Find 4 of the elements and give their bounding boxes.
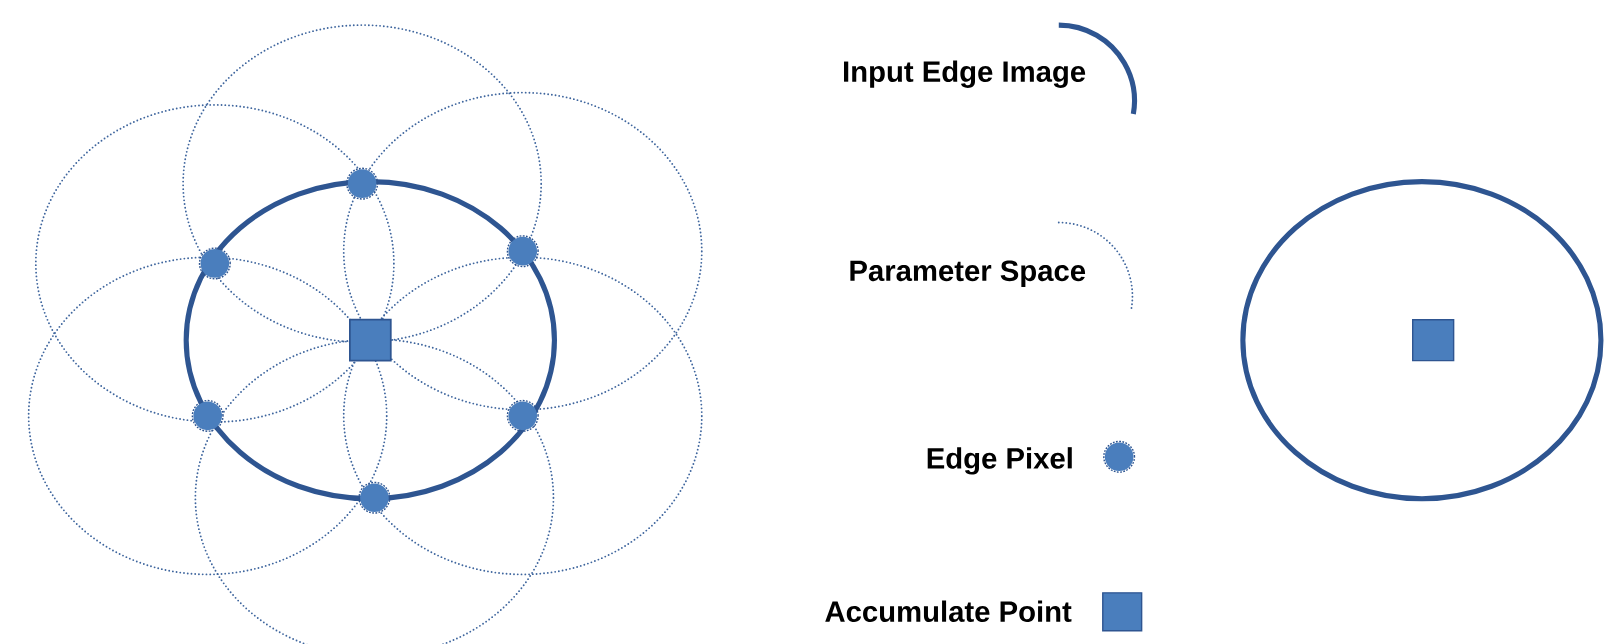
- legend-text: Edge Pixel: [927, 447, 1072, 475]
- legend-text: Input Edge Image: [844, 60, 1086, 88]
- legend-text: Parameter Space: [850, 260, 1086, 287]
- legend-text: Accumulate Point: [825, 600, 1072, 622]
